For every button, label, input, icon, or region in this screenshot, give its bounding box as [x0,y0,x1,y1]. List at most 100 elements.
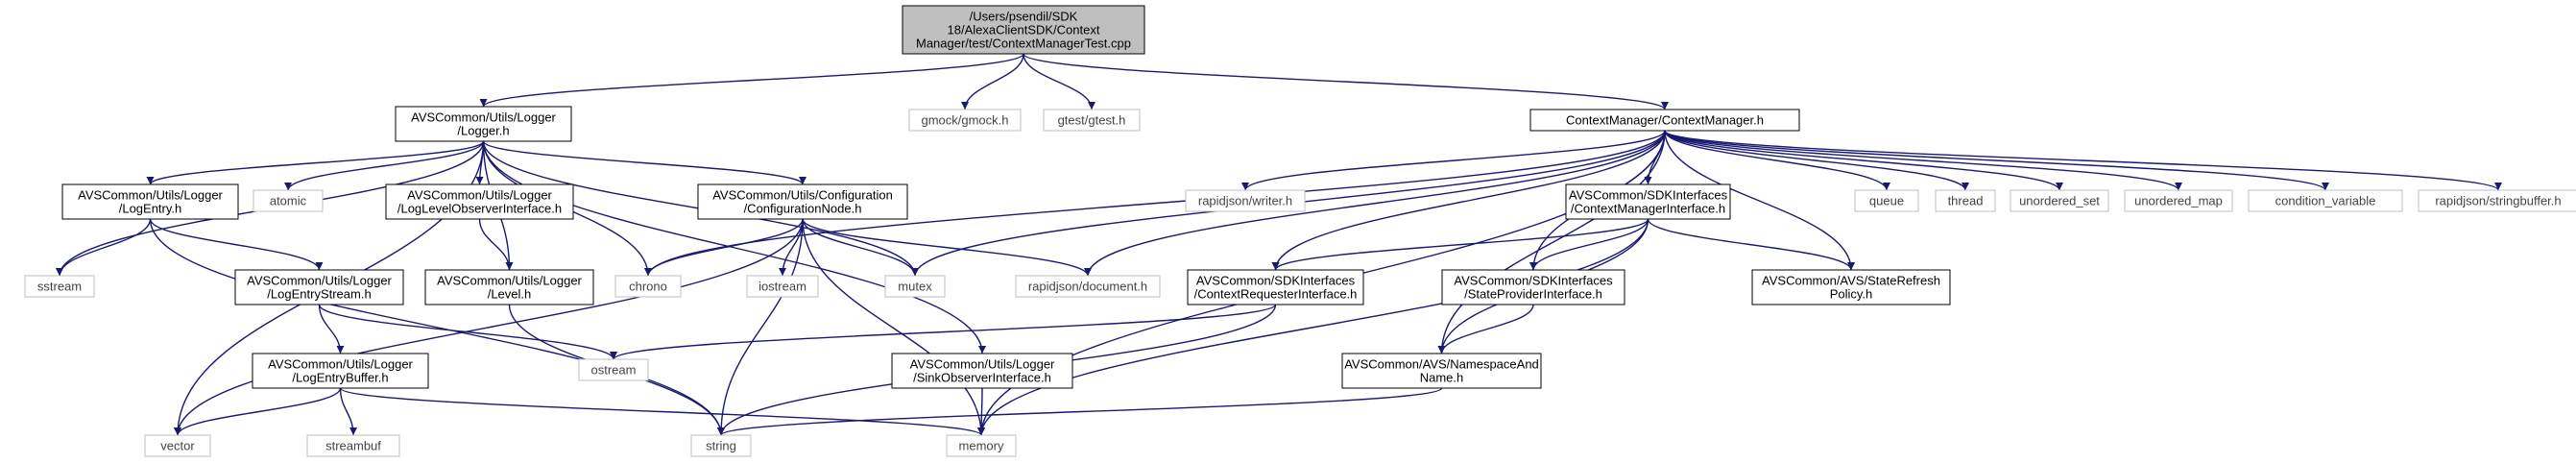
node-mutex-box [884,275,946,298]
node-root-label-line: /Users/psendil/SDK [970,10,1078,24]
node-sinkobs-box [891,353,1073,389]
node-rjdocument: rapidjson/document.h [1015,275,1161,298]
node-cmiface-label-line: AVSCommon/SDKInterfaces [1569,188,1728,203]
node-stateprov-label-line: AVSCommon/SDKInterfaces [1454,274,1613,288]
node-logger-label-line: /Logger.h [457,124,509,138]
node-rjstringbuffer-label-line: rapidjson/stringbuffer.h [2435,194,2561,208]
node-logentrystream-box [234,269,404,305]
node-logentry-box [61,183,239,220]
node-logentrystream[interactable]: AVSCommon/Utils/Logger/LogEntryStream.h [234,269,404,305]
edge-contextmanager-to-namespacename [1437,130,1666,354]
edge-cmiface-to-stateprov [1529,218,1649,271]
node-queue-label-line: queue [1869,194,1904,208]
nodes-layer: /Users/psendil/SDK18/AlexaClientSDK/Cont… [24,5,2576,457]
node-string-box [690,434,752,457]
node-atomic-label-line: atomic [270,194,307,208]
node-loglevelobs[interactable]: AVSCommon/Utils/Logger/LogLevelObserverI… [385,183,574,220]
node-ostream: ostream [578,358,649,381]
edge-confignode-to-string [717,218,804,436]
node-contextmanager[interactable]: ContextManager/ContextManager.h [1529,109,1800,132]
edge-contextmanager-to-ctxreq [1271,130,1666,271]
node-root-label-line: Manager/test/ContextManagerTest.cpp [916,37,1131,51]
node-cmiface[interactable]: AVSCommon/SDKInterfaces/ContextManagerIn… [1565,183,1731,220]
node-vector-label-line: vector [160,439,195,453]
node-streambuf: streambuf [306,434,400,457]
node-rjstringbuffer: rapidjson/stringbuffer.h [2418,189,2576,212]
edge-contextmanager-to-staterefresh [1664,130,1855,271]
node-confignode[interactable]: AVSCommon/Utils/Configuration/Configurat… [697,183,908,220]
edge-cmiface-to-ctxreq [1271,218,1649,271]
node-unordered_set-label-line: unordered_set [2019,194,2100,208]
edge-logentrystream-to-ostream [318,304,617,360]
node-unordered_map: unordered_map [2124,189,2233,212]
node-logentrystream-label-line: AVSCommon/Utils/Logger [247,274,392,288]
node-chrono-box [614,275,682,298]
node-streambuf-label-line: streambuf [325,439,381,453]
node-logger-box [395,106,572,142]
edge-contextmanager-to-queue [1664,130,1890,191]
node-sstream-box [24,275,95,298]
node-atomic-box [253,189,324,212]
node-mutex-label-line: mutex [898,280,932,294]
node-sinkobs-label-line: /SinkObserverInterface.h [913,371,1051,385]
node-stateprov-label-line: /StateProviderInterface.h [1464,287,1602,302]
node-stateprov[interactable]: AVSCommon/SDKInterfaces/StateProviderInt… [1441,269,1625,305]
edge-contextmanager-to-rjstringbuffer [1664,130,2502,191]
node-chrono: chrono [614,275,682,298]
node-root-label-line: 18/AlexaClientSDK/Context [948,23,1100,37]
node-stateprov-box [1441,269,1625,305]
node-sinkobs[interactable]: AVSCommon/Utils/Logger/SinkObserverInter… [891,353,1073,389]
node-level[interactable]: AVSCommon/Utils/Logger/Level.h [424,269,594,305]
node-sinkobs-label-line: AVSCommon/Utils/Logger [910,357,1055,372]
node-rjwriter-box [1185,189,1306,212]
edge-contextmanager-to-thread [1664,130,1969,191]
node-ctxreq[interactable]: AVSCommon/SDKInterfaces/ContextRequester… [1187,269,1364,305]
node-streambuf-box [306,434,400,457]
edge-logentrystream-to-logentrybuffer [318,304,345,354]
edge-logger-to-sinkobs [482,140,986,354]
node-rjwriter-label-line: rapidjson/writer.h [1198,194,1292,208]
edge-logentrybuffer-to-vector [174,387,342,436]
node-unordered_map-label-line: unordered_map [2134,194,2223,208]
edge-contextmanager-to-unordered_set [1664,130,2063,191]
node-namespacename-box [1341,353,1542,389]
node-memory-box [946,434,1017,457]
node-staterefresh-label-line: AVSCommon/AVS/StateRefresh [1762,274,1940,288]
edge-root-to-gmock [961,53,1024,110]
node-logentry-label-line: AVSCommon/Utils/Logger [78,188,223,203]
node-mutex: mutex [884,275,946,298]
edge-cmiface-to-staterefresh [1647,218,1855,271]
node-gtest: gtest/gtest.h [1043,109,1141,132]
node-ostream-box [578,358,649,381]
node-ctxreq-label-line: /ContextRequesterInterface.h [1194,287,1358,302]
node-root-box [902,5,1145,55]
node-loglevelobs-label-line: /LogLevelObserverInterface.h [397,202,562,216]
node-logger[interactable]: AVSCommon/Utils/Logger/Logger.h [395,106,572,142]
node-sstream: sstream [24,275,95,298]
edge-logentrybuffer-to-memory [339,387,985,436]
node-root[interactable]: /Users/psendil/SDK18/AlexaClientSDK/Cont… [902,5,1145,55]
node-contextmanager-box [1529,109,1800,132]
node-staterefresh-box [1751,269,1951,305]
node-logentry[interactable]: AVSCommon/Utils/Logger/LogEntry.h [61,183,239,220]
node-gmock-box [908,109,1022,132]
edge-confignode-to-vector [174,218,804,436]
node-chrono-label-line: chrono [629,280,667,294]
node-thread: thread [1935,189,1996,212]
node-logentrybuffer[interactable]: AVSCommon/Utils/Logger/LogEntryBuffer.h [252,353,429,389]
node-loglevelobs-label-line: AVSCommon/Utils/Logger [407,188,552,203]
node-level-label-line: /Level.h [488,287,532,302]
edge-confignode-to-memory [802,218,985,436]
node-iostream-label-line: iostream [758,280,807,294]
node-logger-label-line: AVSCommon/Utils/Logger [411,110,556,125]
node-level-label-line: AVSCommon/Utils/Logger [437,274,582,288]
node-logentrybuffer-box [252,353,429,389]
edge-logentry-to-string [149,218,725,436]
node-confignode-label-line: /ConfigurationNode.h [744,202,862,216]
node-string-label-line: string [706,439,736,453]
edge-logger-to-confignode [482,140,807,185]
edge-confignode-to-mutex [802,218,919,277]
